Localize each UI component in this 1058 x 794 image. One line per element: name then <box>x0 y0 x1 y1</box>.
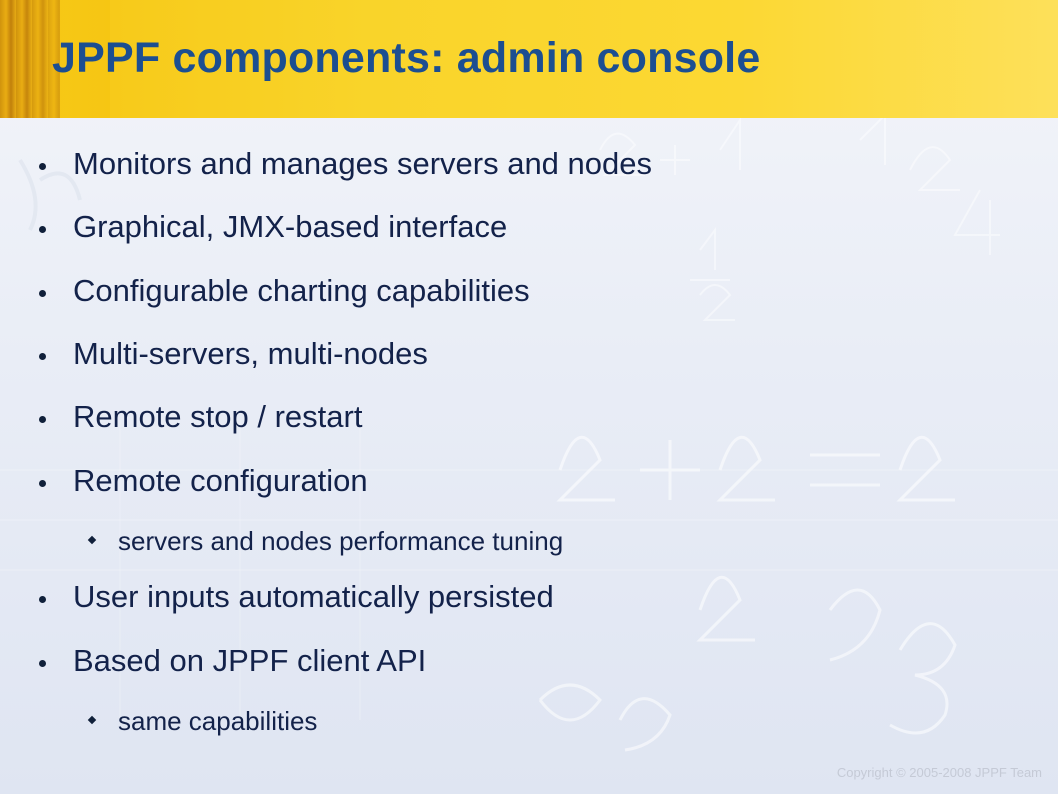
bullet-text: Remote configuration <box>73 463 368 498</box>
round-bullet-icon <box>39 226 46 233</box>
bullet-text: User inputs automatically persisted <box>73 579 554 614</box>
round-bullet-icon <box>39 596 46 603</box>
sub-bullet-text: same capabilities <box>118 706 318 736</box>
title-banner <box>0 0 1058 118</box>
diamond-bullet-icon <box>87 535 97 545</box>
round-bullet-icon <box>39 163 46 170</box>
bullet-text: Configurable charting capabilities <box>73 273 530 308</box>
round-bullet-icon <box>39 290 46 297</box>
round-bullet-icon <box>39 353 46 360</box>
bullet-text: Based on JPPF client API <box>73 643 427 678</box>
slide-title: JPPF components: admin console <box>52 34 761 82</box>
bullet-text: Graphical, JMX-based interface <box>73 209 508 244</box>
round-bullet-icon <box>39 480 46 487</box>
copyright-notice: Copyright © 2005-2008 JPPF Team <box>836 765 1042 780</box>
round-bullet-icon <box>39 416 46 423</box>
bullet-text: Monitors and manages servers and nodes <box>73 146 652 181</box>
sub-bullet-text: servers and nodes performance tuning <box>118 526 564 556</box>
bullet-text: Remote stop / restart <box>73 399 363 434</box>
round-bullet-icon <box>39 660 46 667</box>
diamond-bullet-icon <box>87 715 97 725</box>
bullet-text: Multi-servers, multi-nodes <box>73 336 428 371</box>
